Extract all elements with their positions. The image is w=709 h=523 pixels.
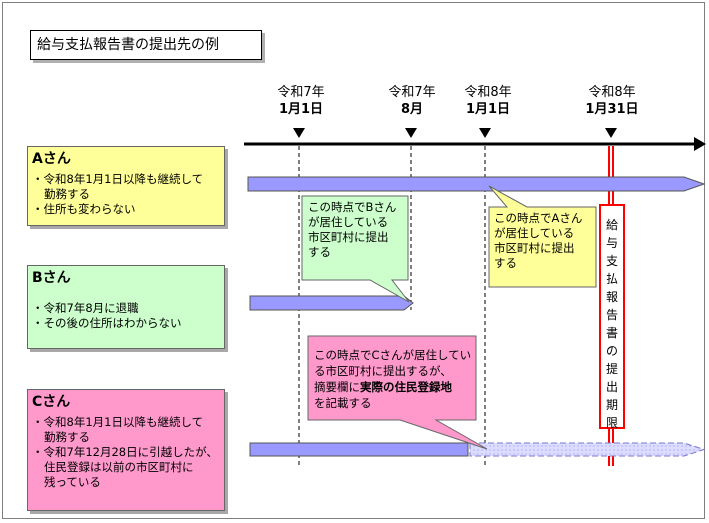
date-marker-1 xyxy=(293,128,305,138)
date-label-2-day: 8月 xyxy=(400,102,424,117)
date-label-3-day: 1月1日 xyxy=(465,102,511,117)
deadline-box xyxy=(599,204,625,429)
timeline-arrow-head xyxy=(694,137,706,151)
callout-b-line-3: 市区町村に提出 xyxy=(308,230,389,244)
person-b-name: Bさん xyxy=(32,270,71,286)
callout-c-line-3: 摘要欄に実際の住民登録地 xyxy=(314,379,471,395)
callout-b-shape xyxy=(301,195,410,303)
date-label-1: 令和7年 1月1日 xyxy=(266,84,336,118)
deadline-label-char: 告 xyxy=(605,308,618,322)
person-a-line-1: ・令和8年1月1日以降も継続して xyxy=(32,172,204,186)
deadline-label-char: 書 xyxy=(605,326,618,340)
date-label-3: 令和8年 1月1日 xyxy=(453,84,523,118)
callout-c-shape xyxy=(307,335,488,450)
deadline-label-char: 給 xyxy=(605,218,618,232)
deadline-label-char: 与 xyxy=(605,236,618,250)
callout-c-line-3-bold: 実際の住民登録地 xyxy=(360,380,452,394)
callout-b-text: この時点でBさん が居住している 市区町村に提出 する xyxy=(308,200,396,260)
deadline-label-char: 期 xyxy=(605,398,618,412)
date-label-4-year: 令和8年 xyxy=(588,85,636,100)
person-a-line-3: ・住所も変わらない xyxy=(32,202,136,216)
callout-b-line-4: する xyxy=(308,245,331,259)
person-b-box: Bさん ・令和7年8月に退職 ・その後の住所はわからない xyxy=(27,265,225,349)
date-label-4: 令和8年 1月31日 xyxy=(577,84,647,118)
callout-a-line-1: この時点でAさん xyxy=(494,211,583,225)
person-c-line-3: ・令和7年12月28日に引越したが、 xyxy=(32,445,218,459)
callout-a-line-3: 市区町村に提出 xyxy=(494,241,575,255)
person-c-name: Cさん xyxy=(32,394,71,410)
date-marker-3 xyxy=(479,128,491,138)
person-b-bar xyxy=(249,295,414,311)
callout-a-text: この時点でAさん が居住している 市区町村に提出 する xyxy=(494,211,582,271)
callout-c-text: この時点でCさんが居住してい る市区町村に提出するが、 摘要欄に実際の住民登録地… xyxy=(314,347,471,411)
deadline-label-char: の xyxy=(605,344,618,358)
person-c-line-1: ・令和8年1月1日以降も継続して xyxy=(32,415,204,429)
person-c-line-5: 残っている xyxy=(44,475,101,489)
person-a-bar xyxy=(247,176,706,192)
person-c-line-4: 住民登録は以前の市区町村に xyxy=(44,460,194,474)
person-b-line-1: ・令和7年8月に退職 xyxy=(32,301,139,315)
callout-c-line-1: この時点でCさんが居住してい xyxy=(314,348,472,362)
deadline-label-char: 払 xyxy=(605,272,618,286)
date-label-4-day: 1月31日 xyxy=(585,102,639,117)
date-marker-4 xyxy=(605,128,617,138)
person-c-bar xyxy=(249,442,469,457)
person-a-name: Aさん xyxy=(32,151,71,167)
deadline-label-char: 報 xyxy=(605,290,618,304)
person-a-box: Aさん ・令和8年1月1日以降も継続して 勤務する ・住所も変わらない xyxy=(27,146,225,226)
date-label-3-year: 令和8年 xyxy=(464,85,512,100)
deadline-label-char: 限 xyxy=(605,416,618,430)
deadline-label-char: 支 xyxy=(605,254,618,268)
callout-a-line-2: が居住している xyxy=(494,226,575,240)
callout-c-line-2: る市区町村に提出するが、 xyxy=(314,364,452,378)
date-label-2: 令和7年 8月 xyxy=(377,84,447,118)
date-marker-2 xyxy=(405,128,417,138)
person-c-bar-dotted xyxy=(469,442,706,457)
callout-a-line-4: する xyxy=(494,256,517,270)
person-a-line-2: 勤務する xyxy=(44,187,90,201)
callout-a-shape xyxy=(488,185,597,288)
date-label-1-day: 1月1日 xyxy=(278,102,324,117)
date-label-1-year: 令和7年 xyxy=(277,85,325,100)
person-b-line-2: ・その後の住所はわからない xyxy=(32,316,182,330)
deadline-label-char: 提 xyxy=(605,362,618,376)
callout-b-line-1: この時点でBさん xyxy=(308,200,397,214)
person-c-line-2: 勤務する xyxy=(44,430,90,444)
person-c-box: Cさん ・令和8年1月1日以降も継続して 勤務する ・令和7年12月28日に引越… xyxy=(27,389,225,511)
date-label-2-year: 令和7年 xyxy=(388,85,436,100)
page-title: 給与支払報告書の提出先の例 xyxy=(30,30,262,60)
deadline-label: 給与支払報告書の提出期限 xyxy=(604,216,620,432)
callout-c-line-3-pre: 摘要欄に xyxy=(314,380,360,394)
callout-c-line-4: を記載する xyxy=(314,396,372,410)
deadline-label-char: 出 xyxy=(605,380,618,394)
callout-b-line-2: が居住している xyxy=(308,215,389,229)
